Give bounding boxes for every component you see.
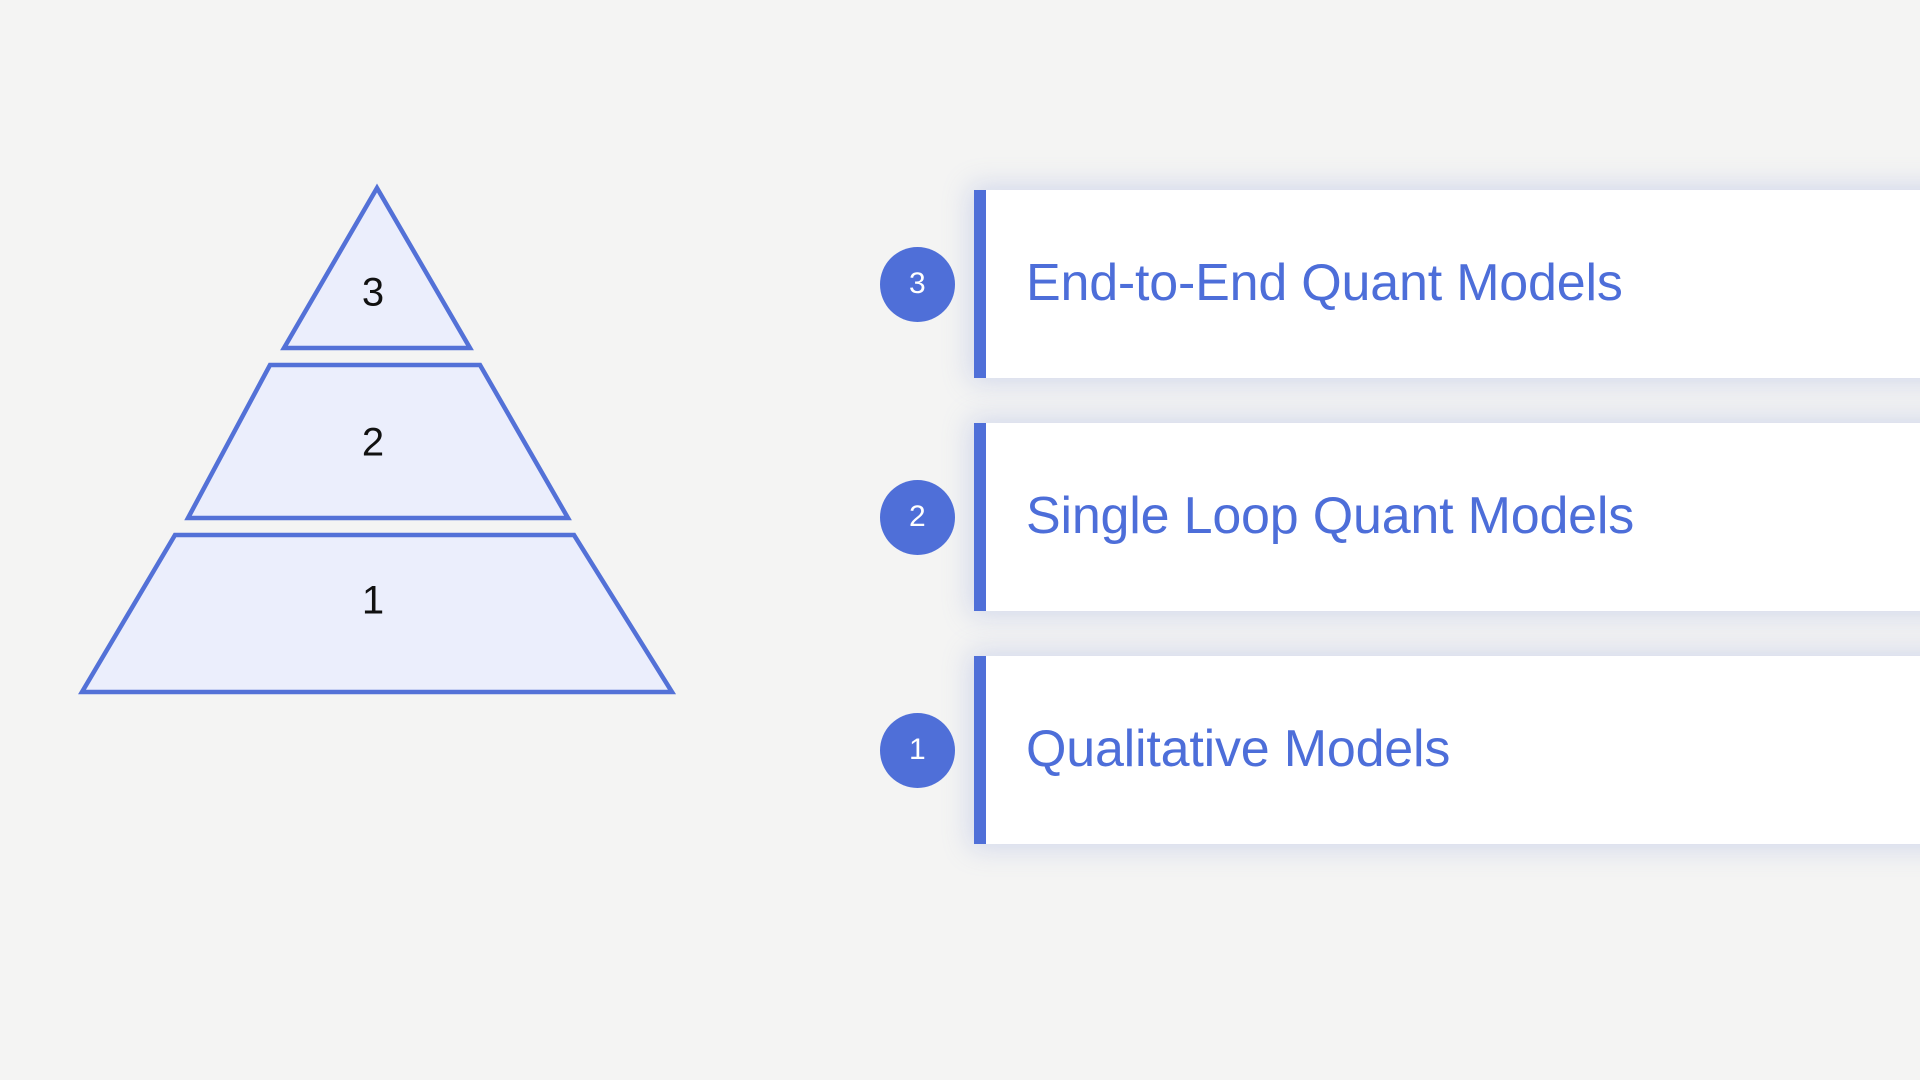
legend-badge-2[interactable]: 2 — [880, 479, 955, 555]
legend-card-1[interactable]: Qualitative Models — [974, 656, 1920, 844]
legend-badge-3[interactable]: 3 — [880, 246, 955, 322]
pyramid-tier-1-number: 1 — [362, 579, 384, 623]
legend-row-3[interactable]: 3 End-to-End Quant Models — [880, 190, 1920, 378]
pyramid-tier-1-shape — [78, 532, 677, 695]
pyramid-tier-3-shape — [280, 183, 474, 351]
pyramid-diagram: 3 2 1 — [60, 160, 720, 720]
legend-card-3[interactable]: End-to-End Quant Models — [974, 190, 1920, 378]
legend-label-2: Single Loop Quant Models — [1026, 487, 1635, 546]
pyramid-tier-2-number: 2 — [362, 421, 384, 465]
pyramid-tier-3-number: 3 — [362, 271, 384, 315]
pyramid-tier-3[interactable]: 3 — [280, 183, 474, 351]
legend-badge-1[interactable]: 1 — [880, 712, 955, 788]
legend-list: 3 End-to-End Quant Models 2 Single Loop … — [880, 190, 1920, 844]
legend-row-1[interactable]: 1 Qualitative Models — [880, 656, 1920, 844]
legend-label-3: End-to-End Quant Models — [1026, 254, 1623, 313]
legend-card-2[interactable]: Single Loop Quant Models — [974, 423, 1920, 611]
legend-row-2[interactable]: 2 Single Loop Quant Models — [880, 423, 1920, 611]
pyramid-tier-2[interactable]: 2 — [184, 362, 572, 521]
pyramid-tier-1[interactable]: 1 — [78, 532, 677, 695]
legend-label-1: Qualitative Models — [1026, 720, 1451, 779]
pyramid-tier-2-shape — [184, 362, 572, 521]
